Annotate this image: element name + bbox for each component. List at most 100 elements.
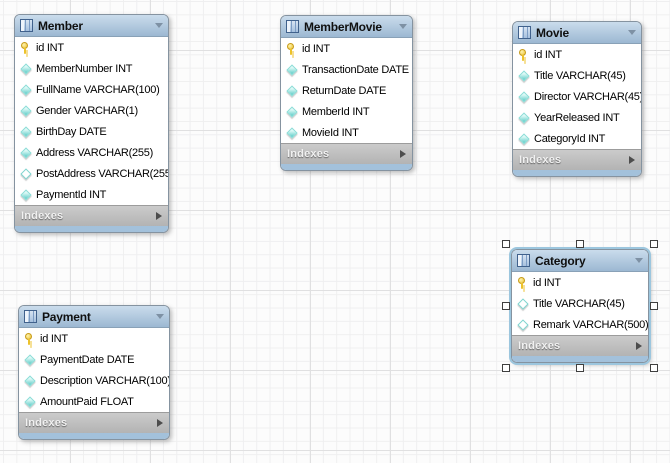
table-icon: [286, 20, 299, 33]
table-header[interactable]: Payment: [19, 306, 169, 328]
column-label: PaymentDate DATE: [40, 353, 135, 366]
column-notnull-icon: [20, 126, 31, 137]
column-label: Gender VARCHAR(1): [36, 104, 138, 117]
column-row[interactable]: MovieId INT: [281, 122, 412, 143]
selection-handle-s[interactable]: [576, 364, 584, 372]
indexes-section[interactable]: Indexes: [281, 143, 412, 164]
column-notnull-icon: [20, 147, 31, 158]
indexes-section[interactable]: Indexes: [513, 149, 641, 170]
column-notnull-icon: [20, 105, 31, 116]
table-bottom-edge: [281, 164, 412, 170]
table-membermovie[interactable]: MemberMovie id INT TransactionDate DATE …: [280, 15, 413, 171]
column-row[interactable]: id INT: [19, 328, 169, 349]
column-row[interactable]: Director VARCHAR(45): [513, 86, 641, 107]
selection-handle-e[interactable]: [650, 302, 658, 310]
expand-arrow-icon[interactable]: [157, 419, 163, 427]
column-label: YearReleased INT: [534, 111, 620, 124]
column-notnull-icon: [518, 91, 529, 102]
expand-arrow-icon[interactable]: [629, 156, 635, 164]
collapse-arrow-icon[interactable]: [155, 23, 163, 28]
indexes-label: Indexes: [287, 148, 330, 160]
column-nullable-icon: [517, 298, 528, 309]
column-list: id INT PaymentDate DATE Description VARC…: [19, 328, 169, 412]
column-label: id INT: [302, 42, 330, 55]
column-list: id INT MemberNumber INT FullName VARCHAR…: [15, 37, 168, 205]
table-header[interactable]: Member: [15, 15, 168, 37]
selection-handle-nw[interactable]: [502, 240, 510, 248]
column-row[interactable]: FullName VARCHAR(100): [15, 79, 168, 100]
primary-key-icon: [24, 333, 35, 345]
table-header[interactable]: Category: [512, 250, 648, 272]
table-payment[interactable]: Payment id INT PaymentDate DATE Descript…: [18, 305, 170, 440]
collapse-arrow-icon[interactable]: [628, 30, 636, 35]
column-label: AmountPaid FLOAT: [40, 395, 134, 408]
column-label: Title VARCHAR(45): [533, 297, 625, 310]
selection-handle-n[interactable]: [576, 240, 584, 248]
column-row[interactable]: TransactionDate DATE: [281, 59, 412, 80]
column-label: id INT: [36, 41, 64, 54]
column-notnull-icon: [20, 84, 31, 95]
column-row[interactable]: id INT: [281, 38, 412, 59]
selection-handle-ne[interactable]: [650, 240, 658, 248]
column-row[interactable]: id INT: [513, 44, 641, 65]
column-row[interactable]: PaymentDate DATE: [19, 349, 169, 370]
column-row[interactable]: id INT: [15, 37, 168, 58]
column-label: id INT: [534, 48, 562, 61]
column-row[interactable]: CategoryId INT: [513, 128, 641, 149]
column-label: Title VARCHAR(45): [534, 69, 626, 82]
column-row[interactable]: Description VARCHAR(100): [19, 370, 169, 391]
indexes-section[interactable]: Indexes: [512, 335, 648, 356]
table-bottom-edge: [513, 170, 641, 176]
primary-key-icon: [518, 49, 529, 61]
selection-handle-w[interactable]: [502, 302, 510, 310]
column-row[interactable]: MemberId INT: [281, 101, 412, 122]
collapse-arrow-icon[interactable]: [635, 258, 643, 263]
column-label: id INT: [40, 332, 68, 345]
collapse-arrow-icon[interactable]: [156, 314, 164, 319]
column-row[interactable]: Gender VARCHAR(1): [15, 100, 168, 121]
primary-key-icon: [20, 42, 31, 54]
column-list: id INT TransactionDate DATE ReturnDate D…: [281, 38, 412, 143]
column-row[interactable]: MemberNumber INT: [15, 58, 168, 79]
table-member[interactable]: Member id INT MemberNumber INT FullName …: [14, 14, 169, 233]
indexes-label: Indexes: [25, 417, 68, 429]
column-row[interactable]: id INT: [512, 272, 648, 293]
table-header[interactable]: Movie: [513, 22, 641, 44]
column-row[interactable]: PaymentId INT: [15, 184, 168, 205]
table-title: Category: [535, 253, 586, 268]
column-row[interactable]: Title VARCHAR(45): [512, 293, 648, 314]
column-row[interactable]: AmountPaid FLOAT: [19, 391, 169, 412]
column-label: Description VARCHAR(100): [40, 374, 169, 387]
column-notnull-icon: [518, 133, 529, 144]
column-row[interactable]: Title VARCHAR(45): [513, 65, 641, 86]
column-row[interactable]: Address VARCHAR(255): [15, 142, 168, 163]
table-header[interactable]: MemberMovie: [281, 16, 412, 38]
column-label: Remark VARCHAR(500): [533, 318, 648, 331]
expand-arrow-icon[interactable]: [636, 342, 642, 350]
table-icon: [20, 19, 33, 32]
column-nullable-icon: [517, 319, 528, 330]
column-row[interactable]: PostAddress VARCHAR(255): [15, 163, 168, 184]
column-label: PostAddress VARCHAR(255): [36, 167, 168, 180]
primary-key-icon: [286, 43, 297, 55]
selection-handle-se[interactable]: [650, 364, 658, 372]
table-movie[interactable]: Movie id INT Title VARCHAR(45) Director …: [512, 21, 642, 177]
column-notnull-icon: [24, 354, 35, 365]
indexes-label: Indexes: [519, 154, 562, 166]
table-category[interactable]: Category id INT Title VARCHAR(45) Remark…: [502, 240, 658, 372]
selection-handle-sw[interactable]: [502, 364, 510, 372]
column-notnull-icon: [24, 375, 35, 386]
indexes-section[interactable]: Indexes: [15, 205, 168, 226]
column-nullable-icon: [20, 168, 31, 179]
expand-arrow-icon[interactable]: [156, 212, 162, 220]
expand-arrow-icon[interactable]: [400, 150, 406, 158]
table-bottom-edge: [512, 356, 648, 362]
column-row[interactable]: YearReleased INT: [513, 107, 641, 128]
table-title: MemberMovie: [304, 19, 382, 34]
column-row[interactable]: BirthDay DATE: [15, 121, 168, 142]
indexes-section[interactable]: Indexes: [19, 412, 169, 433]
column-row[interactable]: ReturnDate DATE: [281, 80, 412, 101]
collapse-arrow-icon[interactable]: [399, 24, 407, 29]
column-row[interactable]: Remark VARCHAR(500): [512, 314, 648, 335]
